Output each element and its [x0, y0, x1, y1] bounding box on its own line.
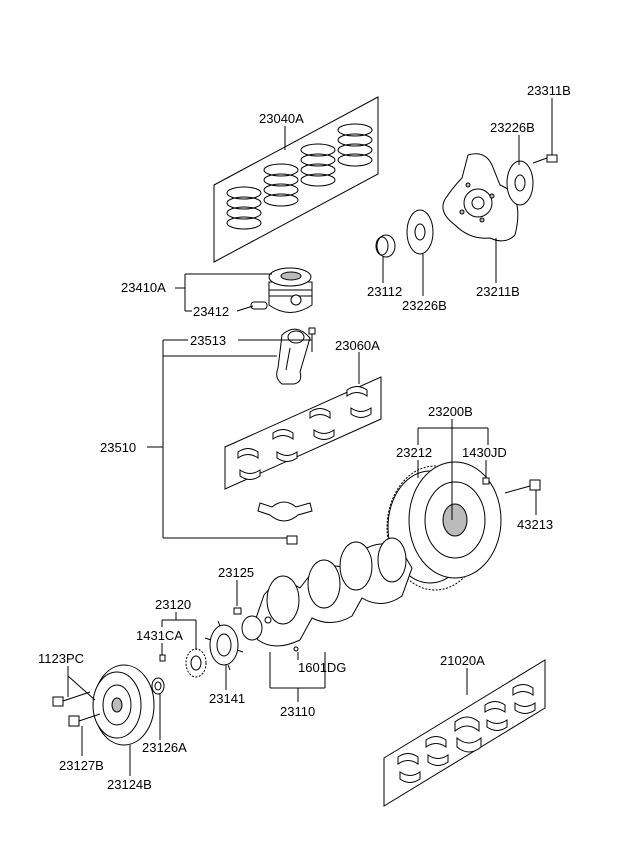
label-23040A: 23040A: [259, 111, 304, 126]
flywheel-bolt: [504, 479, 541, 494]
flex-plate-assembly: [375, 153, 558, 258]
label-23211B: 23211B: [476, 284, 520, 299]
label-23200B: 23200B: [428, 404, 473, 419]
label-23510: 23510: [100, 440, 136, 455]
adapter-plate-rear: [406, 209, 434, 255]
bearing-shells: [237, 386, 372, 480]
label-1123PC: 1123PC: [38, 651, 84, 666]
label-23125: 23125: [218, 565, 254, 580]
piston-pin: [250, 301, 268, 310]
main-bearing-panel: [383, 659, 546, 807]
label-23226B-bottom: 23226B: [402, 298, 447, 313]
label-23126A: 23126A: [142, 740, 187, 755]
rod-bolt: [308, 327, 316, 352]
label-23226B-top: 23226B: [490, 120, 535, 135]
piston-ring-set-panel: [213, 96, 379, 263]
label-23412: 23412: [193, 304, 229, 319]
label-23311B: 23311B: [527, 83, 571, 98]
piston-ring-stacks: [226, 123, 373, 230]
piston: [268, 267, 313, 313]
connecting-rod: [276, 328, 311, 385]
bolt-23311B: [532, 154, 558, 164]
oil-hole-1601DG: [293, 646, 299, 652]
label-1430JD: 1430JD: [462, 445, 507, 460]
label-23124B: 23124B: [107, 777, 152, 792]
part-labels: 23040A 23311B 23226B 23410A 23412 23112 …: [38, 83, 571, 792]
rod-nut: [286, 535, 298, 545]
label-23141: 23141: [209, 691, 245, 706]
label-23513: 23513: [190, 333, 226, 348]
connecting-rod-cap: [257, 501, 313, 522]
dowel-pin-1430JD: [482, 477, 490, 485]
sensor-wheel-23141: [204, 620, 244, 671]
bolt-23127B: [68, 713, 101, 727]
flywheel-assembly: [386, 461, 502, 591]
label-1601DG: 1601DG: [298, 660, 346, 675]
connecting-rod-bearing-panel: [224, 376, 382, 490]
label-23410A: 23410A: [121, 280, 166, 295]
label-1431CA: 1431CA: [136, 628, 183, 643]
label-23120: 23120: [155, 597, 191, 612]
crankshaft: [241, 537, 413, 647]
leader-lines: [67, 98, 553, 776]
label-21020A: 21020A: [440, 653, 485, 668]
crankshaft-sprocket: [185, 648, 207, 678]
label-23112: 23112: [367, 284, 402, 299]
label-23060A: 23060A: [335, 338, 380, 353]
label-23110: 23110: [280, 704, 315, 719]
label-23127B: 23127B: [59, 758, 104, 773]
label-43213: 43213: [517, 517, 553, 532]
adapter-plate-front: [506, 160, 534, 206]
damper-pulley: [92, 664, 155, 746]
main-bearing-shells: [397, 684, 536, 783]
spacer-23112: [375, 234, 396, 258]
bolt-1123PC: [52, 691, 91, 707]
drive-plate: [442, 153, 519, 242]
label-23212: 23212: [396, 445, 432, 460]
key-1431CA: [159, 654, 166, 662]
key-23125: [233, 607, 242, 615]
washer-23126A: [151, 677, 165, 695]
